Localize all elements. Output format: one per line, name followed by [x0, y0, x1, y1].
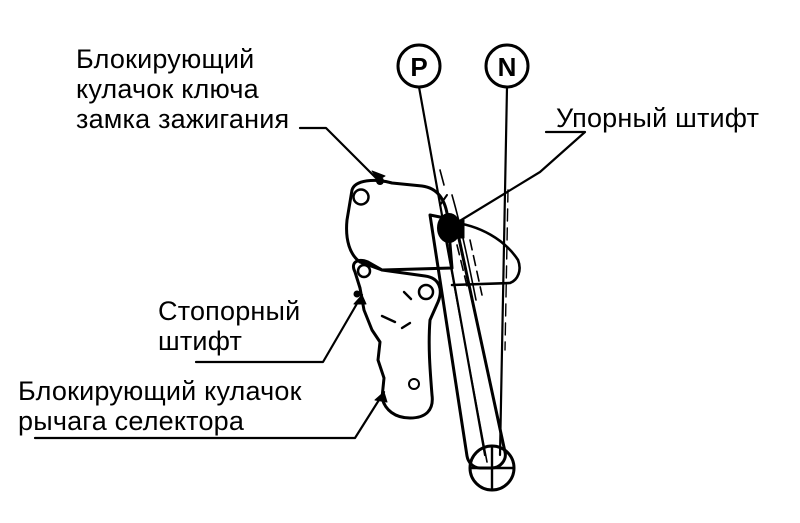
leader-stop-pin	[456, 130, 587, 224]
leader-selector-cam	[33, 390, 386, 440]
position-p-label: P	[410, 52, 427, 82]
cam-hole-lower	[356, 263, 372, 279]
n-dashed-line	[504, 189, 509, 351]
label-lock-pin: Стопорный штифт	[158, 296, 300, 356]
label-selector-line-2: рычага селектора	[18, 406, 245, 436]
leader-ignition-cam	[298, 126, 380, 182]
cam-hole-right	[417, 283, 435, 301]
ignition-lock-cam	[345, 177, 454, 272]
cam-hole-bottom	[408, 378, 420, 390]
label-stop-pin: Упорный штифт	[556, 103, 760, 133]
label-lock-pin-line-2: штифт	[158, 326, 243, 356]
label-ignition-lock-cam: Блокирующий кулачок ключа замка зажигани…	[76, 44, 289, 134]
label-selector-lever-cam: Блокирующий кулачок рычага селектора	[18, 376, 302, 436]
label-ignition-line-2: кулачок ключа	[76, 74, 259, 104]
selector-lever-cam	[352, 258, 442, 420]
label-lock-pin-line-1: Стопорный	[158, 296, 301, 326]
label-ignition-line-3: замка зажигания	[76, 104, 290, 134]
label-ignition-line-1: Блокирующий	[76, 44, 255, 74]
n-position-line	[498, 85, 509, 457]
lever-pivot	[468, 444, 516, 492]
position-p-badge: P	[396, 43, 442, 89]
label-selector-line-1: Блокирующий кулачок	[18, 376, 302, 406]
position-n-badge: N	[484, 43, 530, 89]
cam-hole-upper	[352, 188, 370, 206]
position-n-label: N	[498, 52, 517, 82]
leader-lock-pin	[194, 293, 364, 364]
